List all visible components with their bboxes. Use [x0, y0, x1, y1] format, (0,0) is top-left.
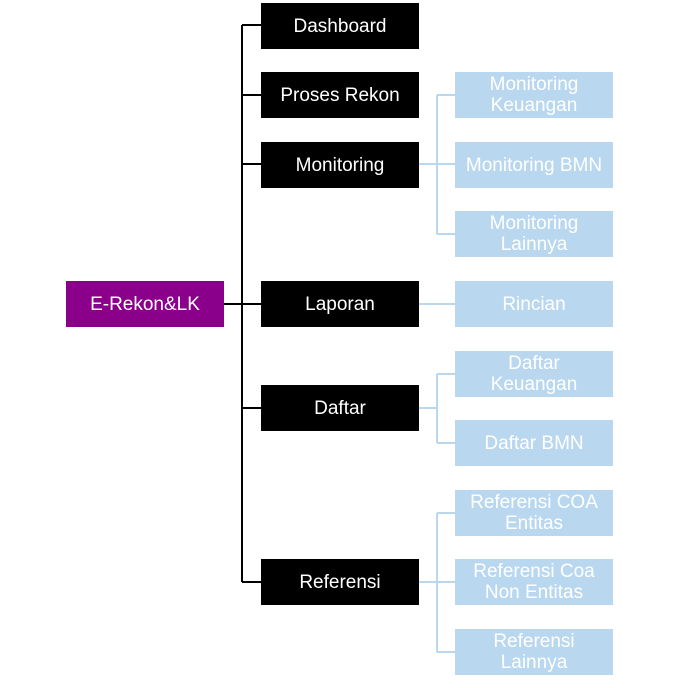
node-daftar: Daftar	[261, 385, 419, 431]
node-daftar-keuangan-label: Daftar Keuangan	[490, 353, 578, 395]
node-monitoring-bmn: Monitoring BMN	[455, 142, 613, 188]
node-daftar-bmn: Daftar BMN	[455, 420, 613, 466]
root-label: E-Rekon&LK	[90, 293, 200, 315]
node-referensi: Referensi	[261, 559, 419, 605]
node-monitoring-lainnya: Monitoring Lainnya	[455, 211, 613, 257]
root-node: E-Rekon&LK	[66, 281, 224, 327]
node-dashboard-label: Dashboard	[293, 15, 387, 37]
node-monitoring-label: Monitoring	[295, 154, 385, 176]
node-proses-rekon: Proses Rekon	[261, 72, 419, 118]
node-laporan-label: Laporan	[305, 293, 375, 315]
node-daftar-label: Daftar	[314, 397, 366, 419]
node-proses-rekon-label: Proses Rekon	[280, 84, 400, 106]
node-referensi-coa-entitas-label: Referensi COA Entitas	[470, 492, 598, 534]
node-referensi-lainnya-label: Referensi Lainnya	[493, 631, 575, 673]
node-dashboard: Dashboard	[261, 3, 419, 49]
node-monitoring-lainnya-label: Monitoring Lainnya	[489, 213, 579, 255]
node-laporan: Laporan	[261, 281, 419, 327]
node-monitoring: Monitoring	[261, 142, 419, 188]
node-rincian: Rincian	[455, 281, 613, 327]
node-monitoring-keuangan: Monitoring Keuangan	[455, 72, 613, 118]
node-referensi-label: Referensi	[299, 571, 381, 593]
node-daftar-bmn-label: Daftar BMN	[484, 432, 584, 454]
node-referensi-coa-non-entitas: Referensi Coa Non Entitas	[455, 559, 613, 605]
node-rincian-label: Rincian	[502, 293, 566, 315]
node-referensi-coa-non-entitas-label: Referensi Coa Non Entitas	[473, 561, 595, 603]
node-referensi-coa-entitas: Referensi COA Entitas	[455, 490, 613, 536]
node-monitoring-keuangan-label: Monitoring Keuangan	[489, 74, 579, 116]
node-monitoring-bmn-label: Monitoring BMN	[465, 154, 603, 176]
node-daftar-keuangan: Daftar Keuangan	[455, 351, 613, 397]
node-referensi-lainnya: Referensi Lainnya	[455, 629, 613, 675]
